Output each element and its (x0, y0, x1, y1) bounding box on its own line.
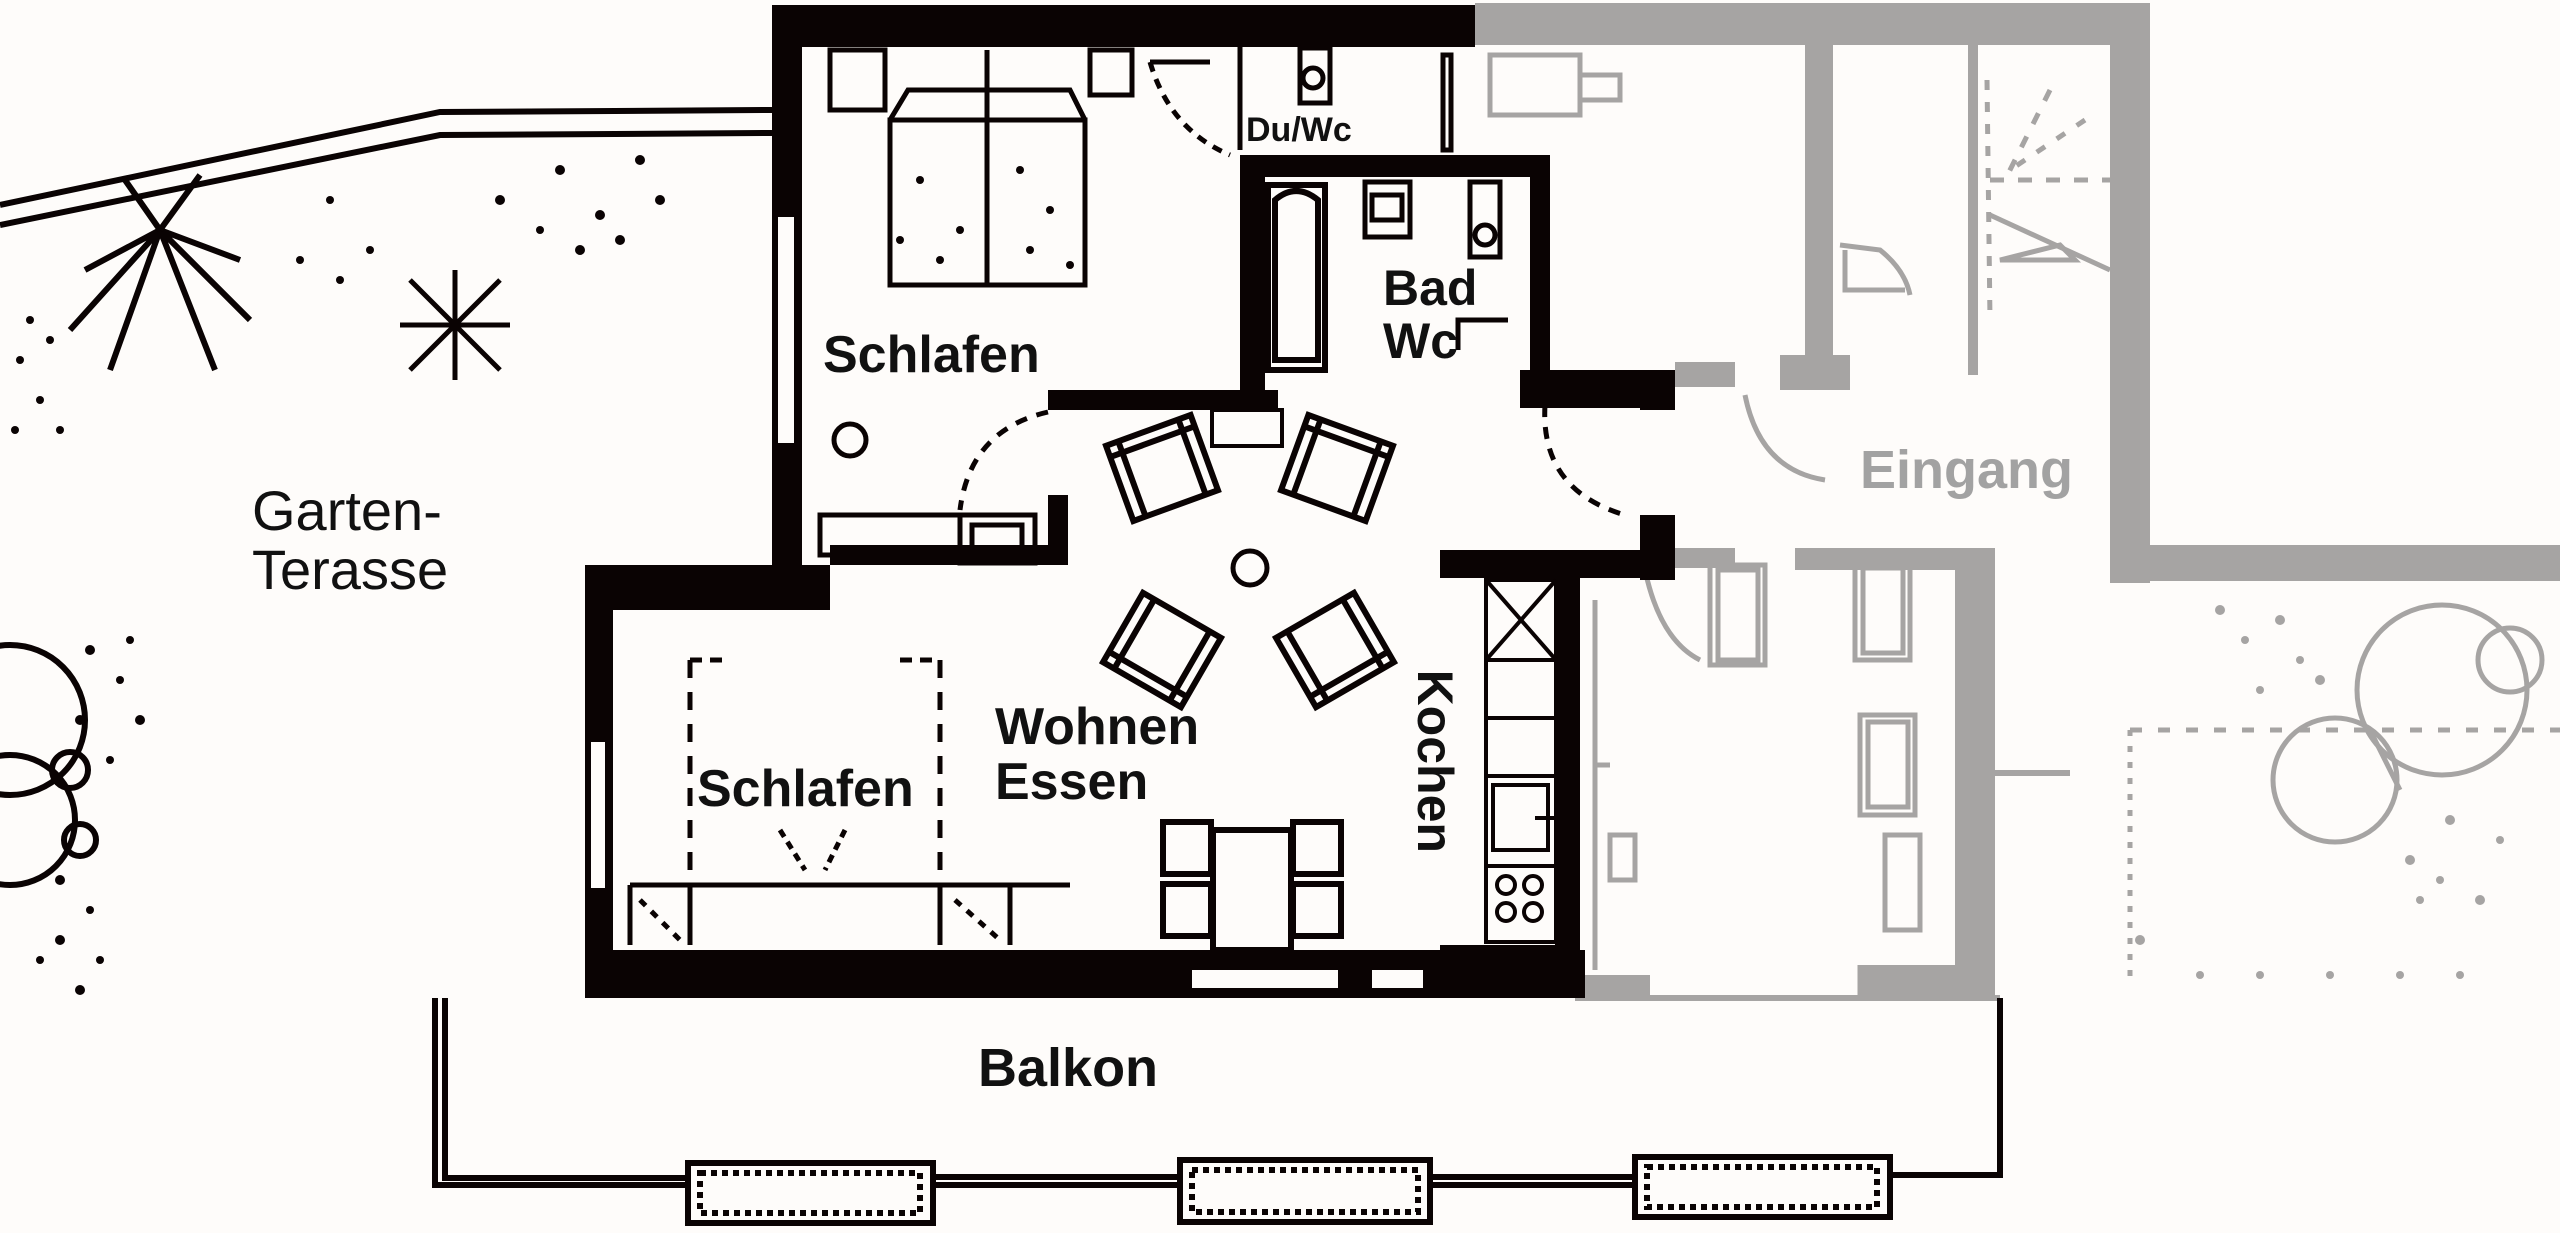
door-swings (957, 404, 1626, 518)
garden-circles (0, 642, 99, 888)
room-label-garten-terasse: Garten- Terasse (252, 479, 449, 601)
neighbor-unit (1475, 3, 2560, 1001)
room-label-kochen: Kochen (1406, 669, 1463, 853)
tree-large-icon (67, 173, 253, 372)
bathtub-icon (1265, 182, 1328, 373)
garden-dots (11, 155, 665, 995)
neighbor-details (1487, 52, 2560, 995)
room-label-balkon: Balkon (978, 1038, 1159, 1098)
plant-icon (831, 421, 1270, 588)
cabinets (817, 512, 1038, 566)
tree-small-icon (400, 270, 510, 380)
double-bed-icon (827, 47, 1135, 288)
kitchen-counter (1484, 578, 1558, 944)
garten-terasse-line1: Garten- (252, 479, 442, 542)
garten-terasse-line2: Terasse (252, 537, 449, 601)
tv-stand (1210, 408, 1284, 448)
window-openings (587, 213, 1427, 992)
room-label-du-wc: Du/Wc (1246, 111, 1352, 149)
lower-bedroom-details (627, 657, 1070, 945)
balcony-outline (432, 998, 2003, 1188)
dining-table-icon (1160, 819, 1344, 953)
room-label-schlafen-upper: Schlafen (823, 326, 1040, 384)
bad-wc-line2: Wc (1383, 312, 1458, 369)
room-label-schlafen-lower: Schlafen (697, 760, 914, 818)
du-wc-fixtures (1147, 45, 1454, 158)
room-label-wohnen-essen: Wohnen Essen (995, 700, 1199, 809)
neighbor-shrub-dots (2135, 605, 2504, 979)
room-label-bad-wc: Bad Wc (1383, 262, 1477, 367)
garden-border (0, 107, 773, 228)
armchairs (1098, 411, 1399, 712)
wohnen-essen-line2: Essen (995, 752, 1149, 811)
wohnen-essen-line1: Wohnen (995, 698, 1200, 756)
bad-wc-line1: Bad (1383, 260, 1478, 316)
planter-boxes (685, 1154, 1893, 1226)
room-label-eingang: Eingang (1860, 440, 2073, 500)
bad-fixtures (1362, 179, 1508, 350)
bed-dots (896, 166, 1074, 269)
